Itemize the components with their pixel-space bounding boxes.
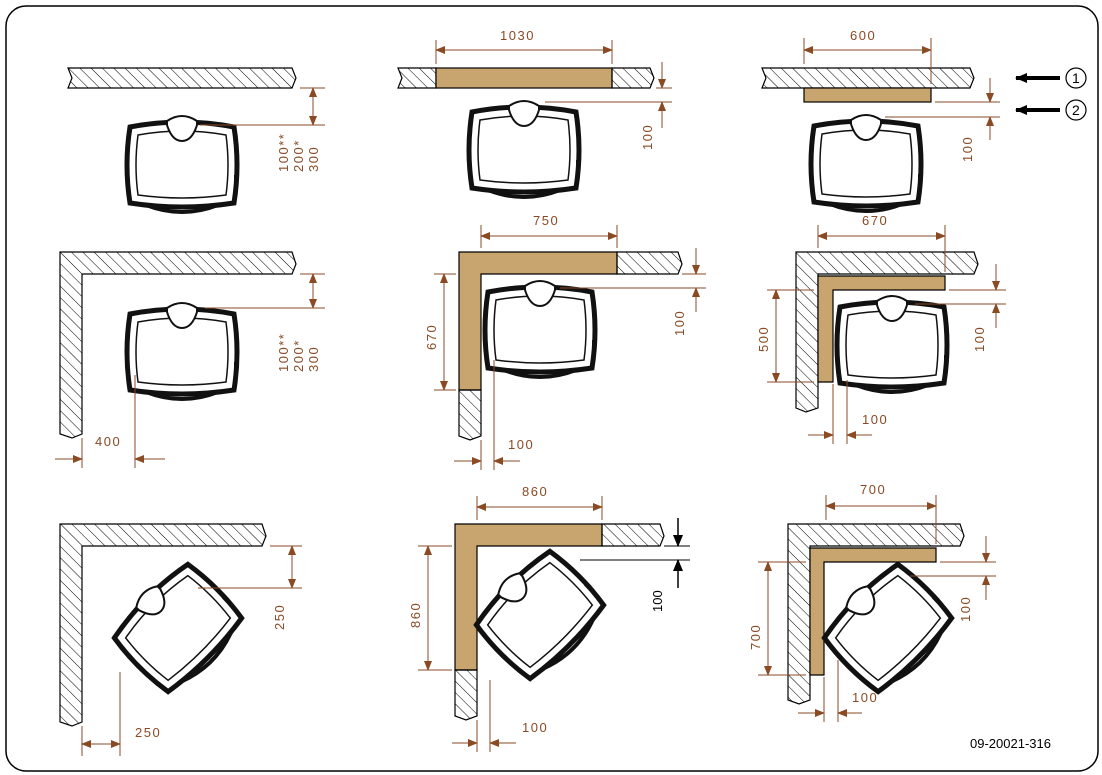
dimension-label: 100 [958,596,973,622]
dimension-label: 100 [972,326,987,352]
panel-wall-protection-1030: 1030 100 [397,28,672,197]
wall-section [787,523,965,705]
wall-section [761,67,975,89]
dimension-label: 700 [748,624,763,650]
dimension-label: 500 [756,326,771,352]
panel-corner-diagonal-protection-860: 860 860 100 100 [408,484,690,752]
stove-icon [104,553,251,700]
wall-section [795,251,979,413]
wall-section [616,251,683,275]
dimension-label: 100 [508,437,534,452]
dimension-label: 400 [95,434,121,449]
stove-icon [814,553,961,700]
wall-section [59,251,297,439]
panel-corner-protection-670: 670 500 100 100 [756,213,1006,444]
dimension-label: 670 [862,213,888,228]
wall-section [611,67,655,89]
dimension-label: 1030 [500,28,535,43]
dimension-label: 250 [272,604,287,630]
floor-protection [803,87,932,103]
wall-section [454,669,478,721]
frame-border [5,5,1099,772]
dimension-label: 670 [424,324,439,350]
dimension-label: 100 [960,136,975,162]
dimension-label: 100 [862,412,888,427]
dimension-label: 300 [306,346,321,372]
dimension-label: 600 [850,28,876,43]
panel-wall-protection-600: 600 100 1 2 [761,28,1087,211]
panel-wall-straight: 100** 200* 300 [67,67,325,212]
dimension-label: 100 [852,690,878,705]
marker-circle [1065,67,1087,89]
dimension-label: 100 [672,310,687,336]
dimension-label: 100 [650,590,665,612]
panel-corner-diagonal-protection-700: 700 700 100 100 [748,482,996,722]
floor-protection [454,523,603,671]
panel-corner-protection-750: 750 670 100 100 [424,213,706,470]
wall-section [397,67,437,89]
drawing-code: 09-20021-316 [970,736,1051,751]
panel-corner-plain: 100** 200* 300 400 [55,251,325,468]
marker-label: 2 [1072,102,1080,118]
marker-circle [1065,99,1087,121]
stove-icon [837,296,949,392]
marker-label: 1 [1072,70,1080,86]
dimension-label: 200* [291,139,306,172]
wall-section [59,523,267,727]
dimension-label: 250 [135,725,161,740]
dimension-label: 300 [306,146,321,172]
floor-protection [809,547,937,676]
stove-icon [127,303,239,399]
stove-icon [466,540,613,687]
wall-section [67,67,297,89]
dimension-label: 100** [276,333,291,372]
dimension-label: 100** [276,133,291,172]
dimension-label: 200* [291,339,306,372]
dimension-label: 700 [860,482,886,497]
stove-icon [127,116,239,212]
stove-icon [485,281,597,377]
dimension-label: 100 [522,720,548,735]
stove-icon [811,115,923,211]
wall-section [458,389,482,441]
dimension-label: 860 [522,484,548,499]
floor-protection [435,67,613,89]
dimension-label: 860 [408,602,423,628]
dimension-label: 750 [533,213,559,228]
stove-icon [469,101,581,197]
dimension-label: 100 [640,124,655,150]
wall-section [601,523,665,547]
floor-protection [817,275,946,383]
panel-corner-diagonal: 250 250 [59,523,302,756]
